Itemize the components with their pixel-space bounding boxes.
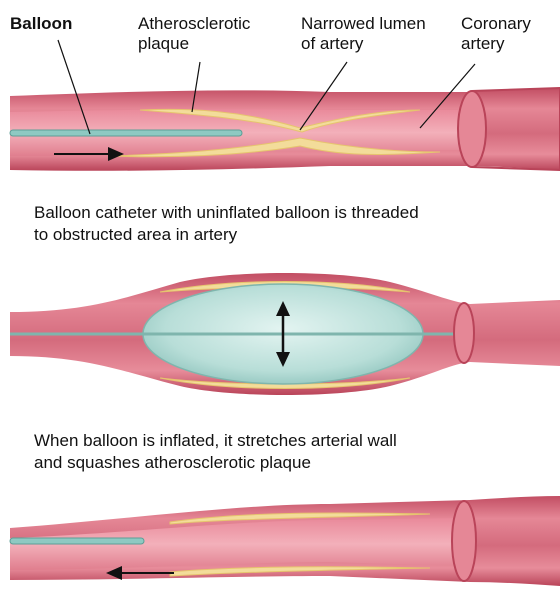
artery-end-2 [454, 303, 474, 363]
artery-end-1 [458, 91, 486, 167]
artery-panel-2 [10, 273, 560, 395]
artery-panel-1 [10, 40, 560, 171]
artery-panel-3 [10, 496, 560, 586]
artery-end-3 [452, 501, 476, 581]
catheter-3 [10, 538, 144, 544]
catheter-1 [10, 130, 242, 136]
